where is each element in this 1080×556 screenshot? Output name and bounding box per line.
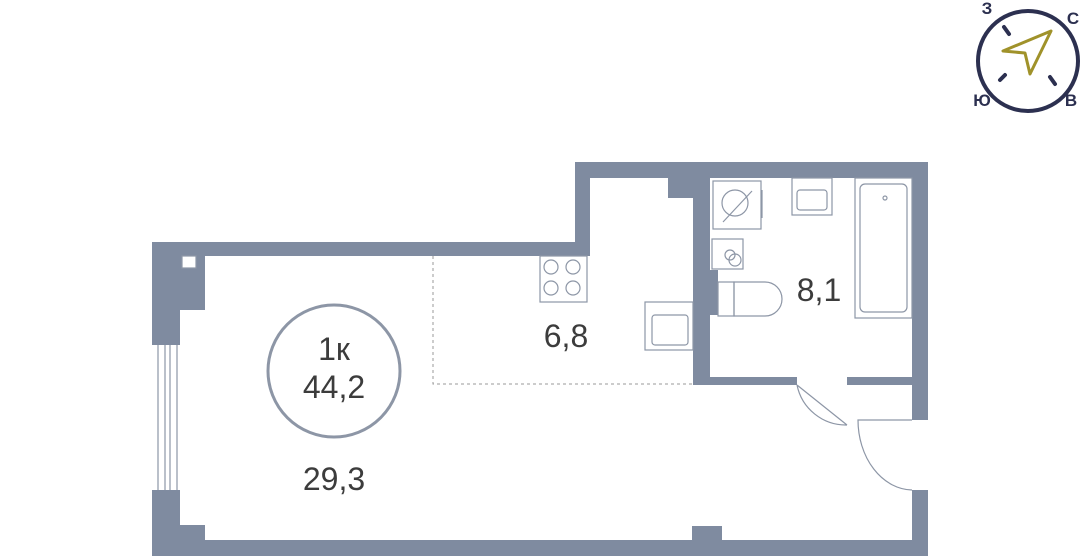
doors: [796, 384, 913, 491]
area-badge: [266, 303, 402, 439]
washing-machine: [712, 180, 763, 230]
compass-north: С: [1067, 9, 1079, 28]
bathtub: [854, 177, 913, 319]
compass-east: В: [1065, 91, 1077, 110]
bathroom-area: 8,1: [797, 272, 841, 308]
walls: [152, 162, 928, 556]
stove: [539, 255, 588, 303]
compass-south: Ю: [973, 91, 991, 110]
kitchen-zone-divider: [432, 256, 693, 385]
living-room-area: 29,3: [303, 461, 365, 497]
kitchen-sink: [644, 301, 694, 351]
compass-icon: [976, 9, 1080, 113]
apartment-type-label: 1к: [318, 331, 351, 367]
bathroom-sink: [791, 177, 833, 216]
toilet: [717, 281, 783, 317]
window: [157, 255, 197, 490]
compass-west: З: [982, 0, 993, 18]
boiler: [711, 238, 744, 270]
kitchen-area: 6,8: [544, 318, 588, 354]
total-area-label: 44,2: [303, 369, 365, 405]
